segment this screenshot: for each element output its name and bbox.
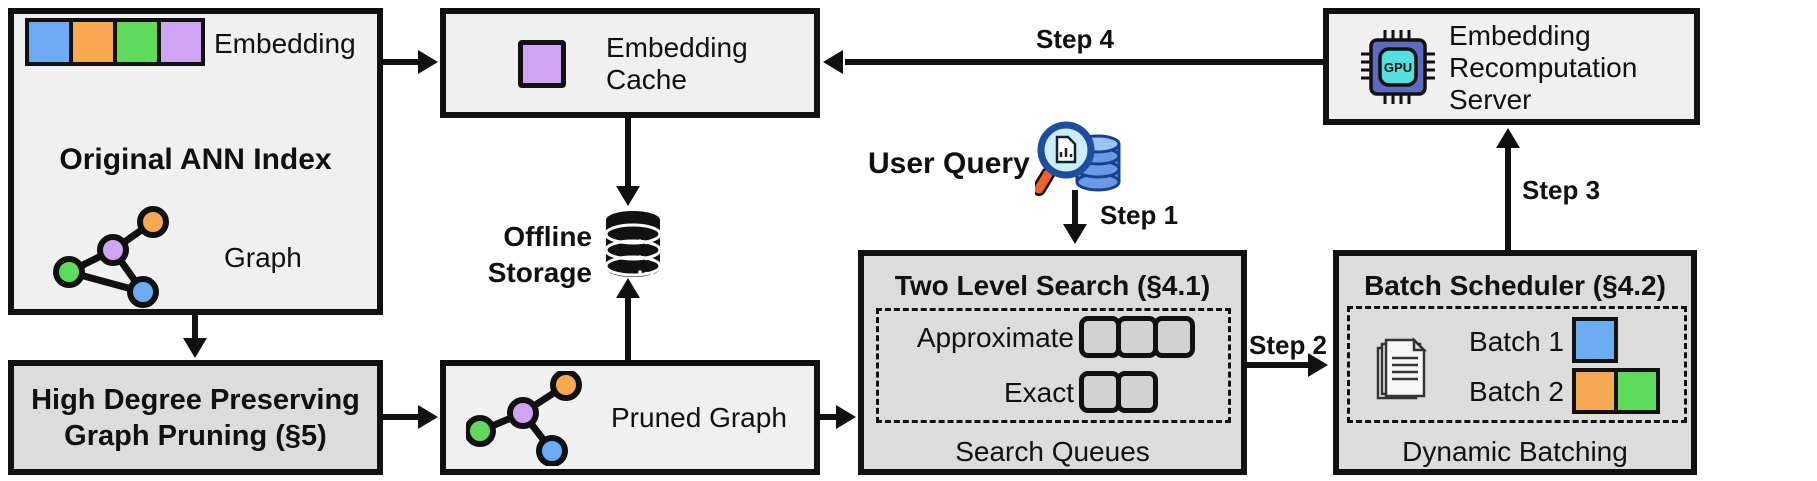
arrowhead-ann-to-cache [418,50,438,74]
search-queues-dashed-box [876,308,1231,423]
step4-label: Step 4 [1035,24,1115,54]
arrow-step3 [1505,146,1511,250]
pruned-graph-label: Pruned Graph [611,402,787,433]
blue-swatch [1576,321,1614,359]
arrow-cache-to-storage [625,118,631,188]
batch2-label: Batch 2 [1469,376,1564,407]
blue-swatch [29,22,69,62]
dynamic-batching-label: Dynamic Batching [1402,436,1628,467]
step3-label: Step 3 [1522,175,1601,205]
exact-label: Exact [1003,377,1074,408]
approximate-queue-icons [1079,316,1195,358]
step1-label: Step 1 [1100,200,1179,230]
step2-label: Step 2 [1248,330,1328,360]
search-queues-label: Search Queues [955,436,1150,467]
recomputation-server-box: GPU Embedding Recomputation Server [1323,8,1700,125]
cached-embedding-icon [518,40,566,88]
arrowhead-step1 [1063,224,1087,244]
dynamic-batching-dashed-box [1347,306,1687,423]
two-level-search-box: Two Level Search (§4.1) Approximate Exac… [858,250,1247,475]
arrowhead-pruned-to-storage [616,278,640,298]
batch1-swatch [1572,317,1618,363]
approximate-label: Approximate [916,322,1074,353]
arrow-pruned-to-search [820,414,838,420]
graph-label: Graph [224,242,302,273]
pruned-graph-box: Pruned Graph [440,360,820,475]
orange-swatch [1576,372,1614,410]
arrow-step2 [1247,362,1310,368]
pruned-graph-icon [466,371,582,466]
arrowhead-step3 [1496,128,1520,148]
arrowhead-ann-to-pruning [183,338,207,358]
queue-slot-icon [1079,316,1121,358]
ann-graph-icon [53,206,169,308]
exact-queue-icons [1079,371,1158,413]
queue-slot-icon [1079,371,1121,413]
queue-slot-icon [1116,316,1158,358]
batch-scheduler-box: Batch Scheduler (§4.2) Batch 1 Batch 2 D… [1333,250,1697,475]
purple-swatch [161,22,201,62]
batch-scheduler-title: Batch Scheduler (§4.2) [1364,270,1666,301]
embedding-cache-label: Embedding Cache [606,32,748,95]
green-swatch [117,22,157,62]
embedding-vector-icon [25,18,205,66]
orange-swatch [73,22,113,62]
arrowhead-cache-to-storage [616,186,640,206]
arrow-ann-to-pruning [192,315,198,340]
arrow-pruned-to-storage [625,297,631,360]
batch2-swatch [1572,368,1660,414]
offline-storage-icon [604,211,662,277]
offline-storage-label: Offline Storage [487,221,592,288]
arrow-pruning-to-pruned [383,414,420,420]
gpu-chip-icon: GPU [1361,30,1435,104]
batch1-label: Batch 1 [1469,326,1564,357]
user-query-label: User Query [868,147,1030,180]
arrowhead-step2 [1308,353,1328,377]
green-swatch [1618,372,1656,410]
arrowhead-step4 [823,50,843,74]
recomputation-server-label: Embedding Recomputation Server [1449,20,1638,115]
embedding-cache-box: Embedding Cache [440,8,820,118]
svg-text:GPU: GPU [1384,60,1412,75]
two-level-search-title: Two Level Search (§4.1) [894,270,1211,301]
original-ann-index-box: Embedding Original ANN Index Graph [8,8,383,315]
documents-icon [1376,336,1428,400]
graph-pruning-box: High Degree Preserving Graph Pruning (§5… [8,360,383,475]
embedding-label: Embedding [214,28,356,59]
arrow-step1 [1072,190,1078,226]
queue-slot-icon [1116,371,1158,413]
graph-pruning-title: High Degree Preserving Graph Pruning (§5… [31,384,360,452]
arrow-step4 [845,59,1323,65]
queue-slot-icon [1153,316,1195,358]
user-query-icon [1035,121,1121,196]
arrowhead-pruning-to-pruned [418,405,438,429]
arrow-ann-to-cache [383,59,420,65]
original-ann-index-title: Original ANN Index [59,143,332,176]
arrowhead-pruned-to-search [836,405,856,429]
